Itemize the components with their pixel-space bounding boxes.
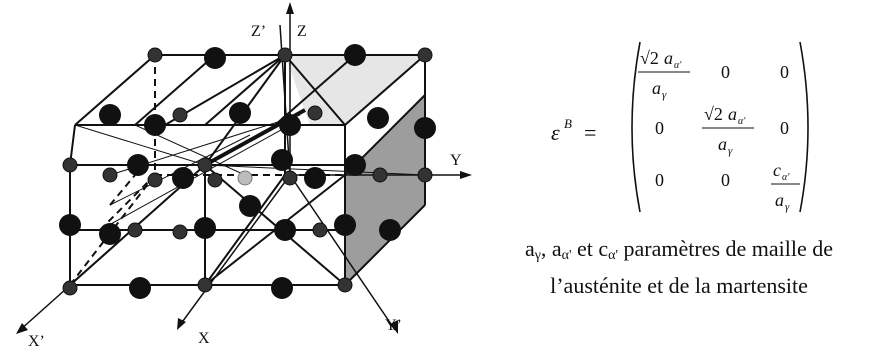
atom-small — [207, 172, 223, 188]
caption: aγ, aα' et cα' paramètres de maille de l… — [488, 234, 870, 301]
arrow-x — [177, 318, 186, 330]
r1c1-sqrt2: √2 — [640, 48, 659, 68]
r2c2-a: a — [728, 104, 737, 124]
caption-a-alpha: , a — [540, 236, 562, 261]
axis-label-z-prime: Z’ — [251, 23, 266, 40]
axis-label-x: X — [198, 330, 210, 347]
atom — [99, 104, 121, 126]
arrow-y — [460, 171, 472, 179]
atom — [279, 114, 301, 136]
atom — [127, 154, 149, 176]
atom — [144, 114, 166, 136]
atom — [271, 277, 293, 299]
strain-matrix-equation: ε B = √2 a α' a γ 0 0 0 √2 a α' a γ 0 0 … — [551, 41, 809, 213]
atom-small — [307, 105, 323, 121]
r3c3-gamma: γ — [785, 201, 790, 213]
r3c3-a-den: a — [775, 190, 784, 210]
r1c3-zero: 0 — [780, 62, 789, 82]
caption-a-gamma: a — [524, 236, 535, 261]
r2c3-zero: 0 — [780, 118, 789, 138]
atom-small — [172, 107, 188, 123]
caption-rest: paramètres de maille de — [618, 236, 834, 261]
caption-line-2: l’austénite et de la martensite — [550, 273, 808, 298]
atom — [274, 219, 296, 241]
equals-sign: = — [584, 120, 596, 145]
r2c2-sqrt2: √2 — [704, 104, 723, 124]
atom — [304, 167, 326, 189]
arrow-y-prime — [390, 320, 398, 334]
r1c1-gamma: γ — [662, 89, 667, 101]
atom-small — [62, 280, 78, 296]
atom-small — [277, 47, 293, 63]
shaded-side-face — [345, 95, 425, 285]
caption-line-1: aγ, aα' et cα' paramètres de maille de — [488, 234, 870, 271]
small-atoms — [62, 47, 433, 296]
atom-small — [312, 222, 328, 238]
atom — [344, 154, 366, 176]
axis-arrowheads — [16, 2, 472, 334]
r1c1-alpha: α' — [674, 60, 682, 71]
right-bracket — [799, 41, 809, 213]
caption-sub-alpha: α' — [561, 248, 572, 263]
caption-et-c: et c — [571, 236, 609, 261]
atom-small — [102, 167, 118, 183]
r3c1-zero: 0 — [655, 170, 664, 190]
caption-sub-alpha-2: α' — [608, 248, 619, 263]
atom-small — [197, 277, 213, 293]
atom-small — [372, 167, 388, 183]
atom-small — [127, 222, 143, 238]
r1c1-a: a — [664, 48, 673, 68]
atom-small — [417, 47, 433, 63]
large-atoms — [59, 44, 436, 299]
atom — [344, 44, 366, 66]
atom — [367, 107, 389, 129]
r2c2-alpha: α' — [738, 116, 746, 127]
axis-label-y-prime: Y’ — [385, 317, 402, 334]
r1c2-zero: 0 — [721, 62, 730, 82]
axis-label-z: Z — [297, 23, 307, 40]
r2c1-zero: 0 — [655, 118, 664, 138]
axis-label-y: Y — [450, 152, 462, 169]
atom — [334, 214, 356, 236]
r2c2-a-den: a — [718, 134, 727, 154]
atom-small — [197, 157, 213, 173]
r1c1-a-den: a — [652, 78, 661, 98]
r2c2-gamma: γ — [728, 145, 733, 157]
atom-small — [282, 170, 298, 186]
atom-small — [337, 277, 353, 293]
atom-small — [147, 47, 163, 63]
atom-light — [237, 170, 253, 186]
atom — [59, 214, 81, 236]
atom — [379, 219, 401, 241]
r3c2-zero: 0 — [721, 170, 730, 190]
caption-sub-gamma: γ — [534, 248, 541, 263]
epsilon-superscript: B — [564, 116, 572, 131]
epsilon-symbol: ε — [551, 120, 560, 145]
axis-label-x-prime: X’ — [28, 333, 45, 350]
atom — [414, 117, 436, 139]
left-bracket — [631, 41, 641, 213]
atom — [172, 167, 194, 189]
atom — [99, 223, 121, 245]
atom-small — [147, 172, 163, 188]
atom-small — [172, 224, 188, 240]
atom-small — [62, 157, 78, 173]
arrow-z — [286, 2, 294, 14]
atom — [204, 47, 226, 69]
r3c3-c: c — [773, 160, 781, 180]
atom-small — [417, 167, 433, 183]
arrow-x-prime — [16, 323, 28, 334]
atom — [271, 149, 293, 171]
atom — [229, 102, 251, 124]
atom — [129, 277, 151, 299]
atom — [194, 217, 216, 239]
r3c3-alpha: α' — [782, 172, 790, 183]
atom — [239, 195, 261, 217]
